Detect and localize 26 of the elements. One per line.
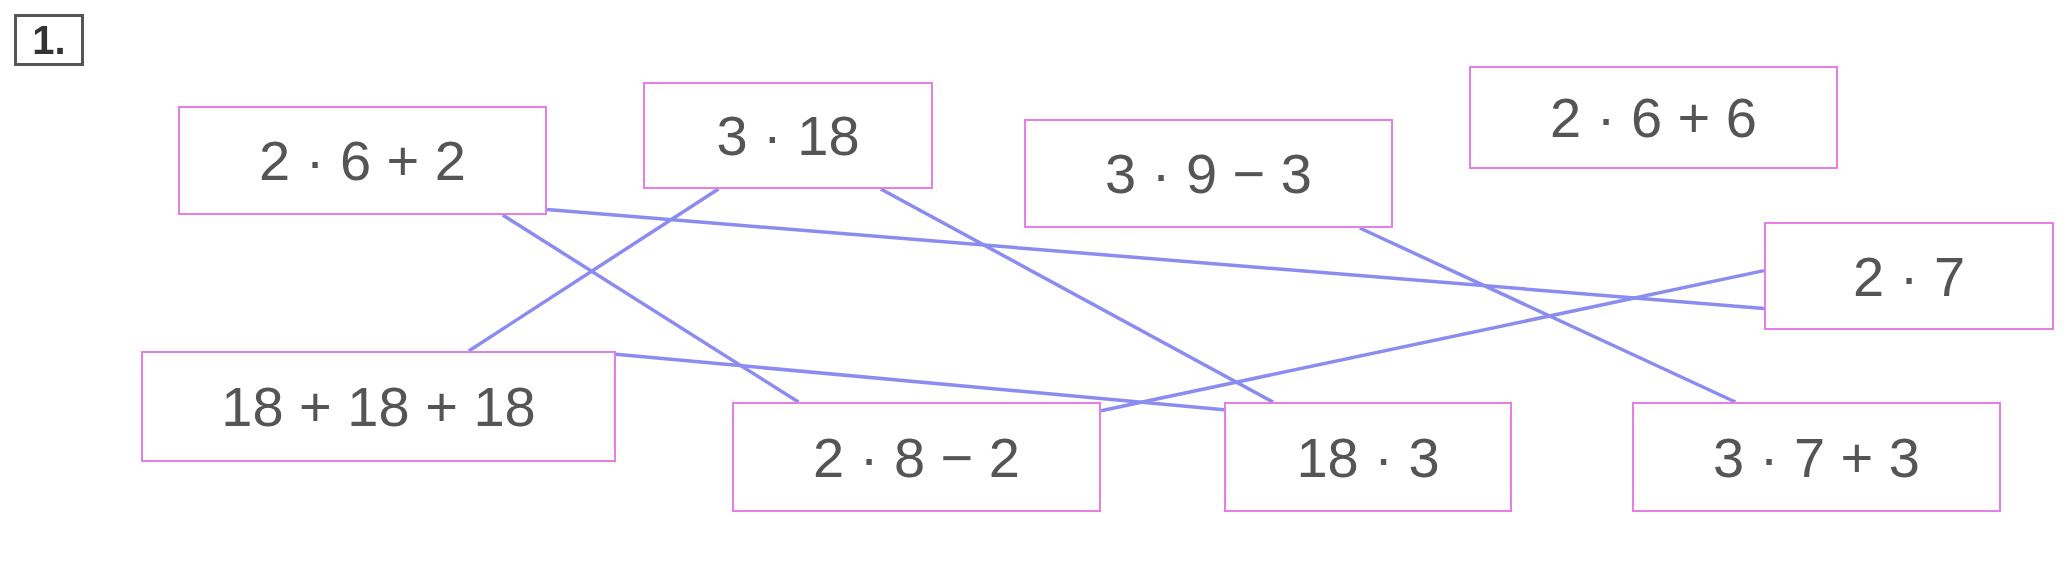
expression-text: 18 · 3 (1296, 424, 1440, 490)
connecting-line (1359, 226, 1737, 404)
expression-box (1632, 402, 2001, 512)
expression-text: 2 · 6 + 2 (259, 128, 466, 193)
connecting-line (546, 207, 1765, 311)
connecting-line (1100, 268, 1765, 413)
expression-text: 3 · 9 − 3 (1105, 141, 1312, 206)
expression-text: 2 · 8 − 2 (813, 424, 1020, 490)
connecting-line (501, 213, 800, 404)
expression-text: 18 + 18 + 18 (221, 374, 536, 439)
expression-box (732, 402, 1101, 512)
expression-box (178, 106, 547, 215)
connecting-line (879, 187, 1274, 404)
connecting-line (467, 187, 720, 353)
connecting-line (615, 352, 1225, 412)
expression-box (141, 351, 616, 462)
expression-box (1224, 402, 1512, 512)
expression-text: 2 · 7 (1852, 243, 1966, 309)
expression-text: 3 · 7 + 3 (1713, 424, 1920, 490)
task-number: 1. (14, 14, 84, 66)
expression-box (1764, 222, 2054, 330)
expression-text: 2 · 6 + 6 (1550, 85, 1757, 150)
expression-box (1024, 119, 1393, 228)
expression-text: 3 · 18 (716, 103, 860, 168)
expression-box (643, 82, 933, 189)
expression-box (1469, 66, 1838, 169)
